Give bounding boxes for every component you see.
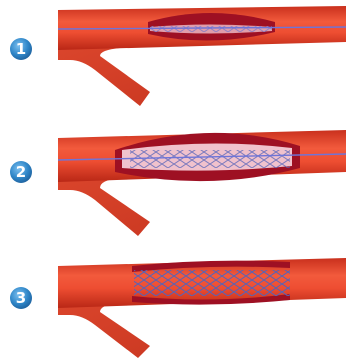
- step-1-panel: 1: [10, 6, 346, 106]
- step-2-panel: 2: [10, 130, 346, 236]
- step-3-number: 3: [16, 289, 26, 307]
- stent-expanding: [130, 150, 290, 168]
- step-1-number: 1: [16, 40, 26, 58]
- step-1-number-badge: 1: [10, 38, 32, 60]
- artery-2: [58, 130, 346, 236]
- step-3-number-badge: 3: [10, 287, 32, 309]
- artery-3: [58, 258, 346, 358]
- stent-deployed: [134, 270, 290, 296]
- step-3-panel: 3: [10, 258, 346, 358]
- step-2-number-badge: 2: [10, 161, 32, 183]
- step-2-number: 2: [16, 163, 26, 181]
- stent-collapsed: [150, 26, 272, 32]
- artery-1: [58, 6, 346, 106]
